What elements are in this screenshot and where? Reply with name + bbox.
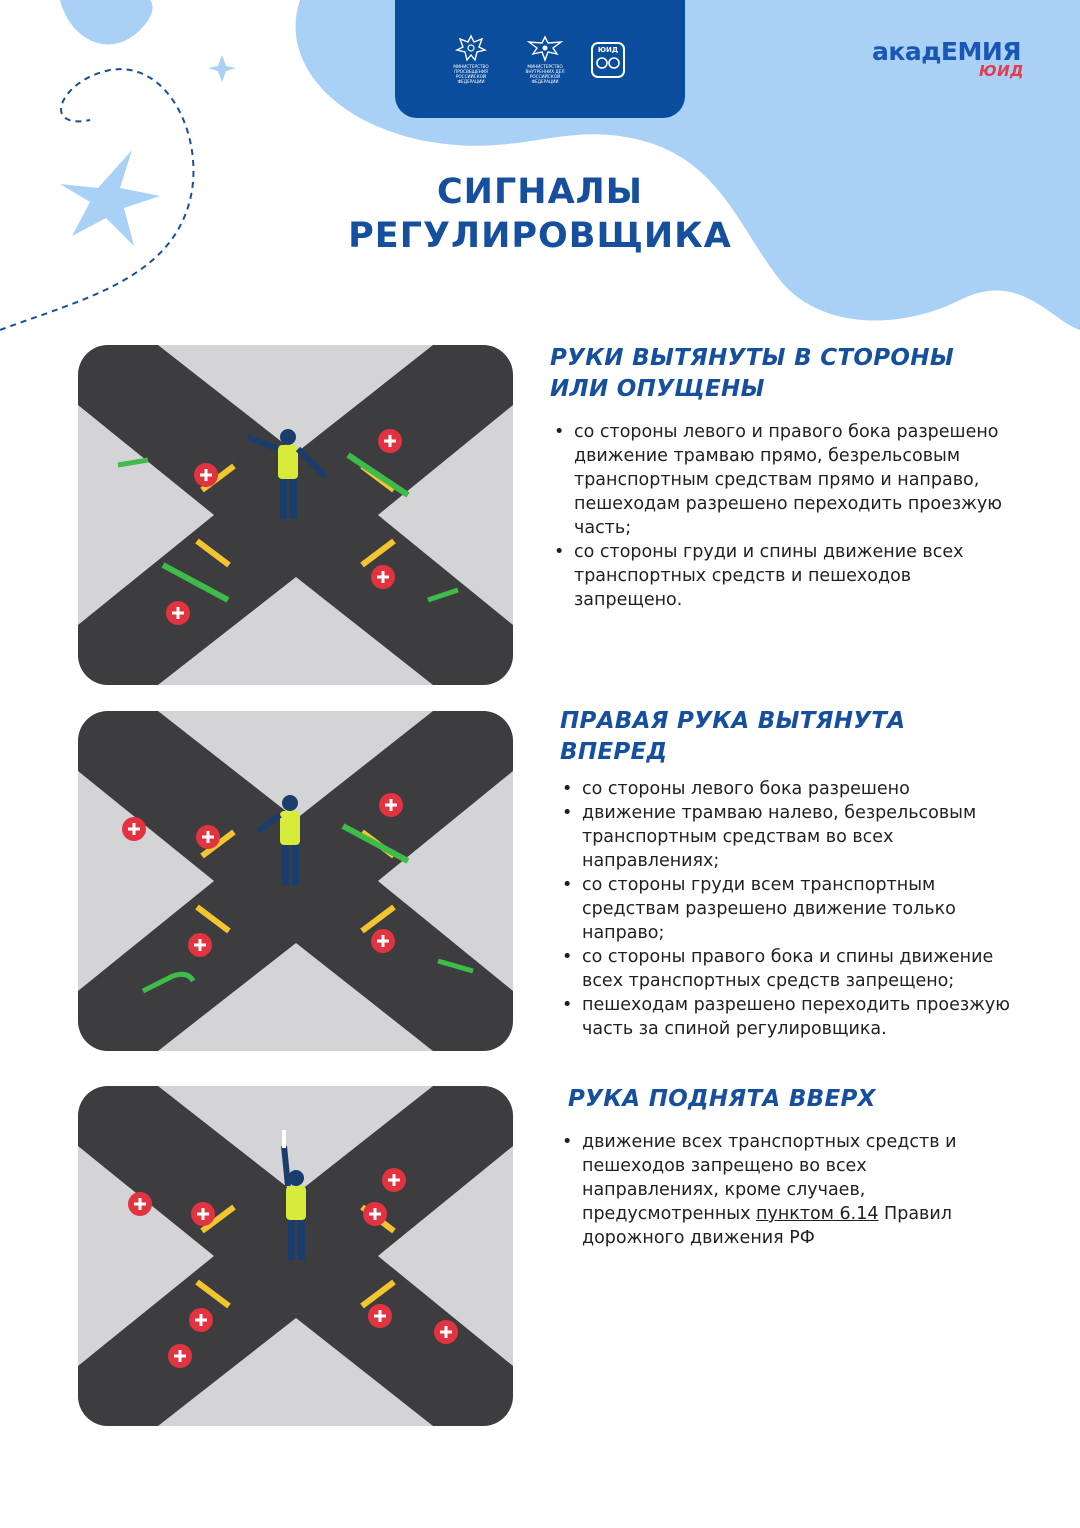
mvd-eagle-icon — [526, 35, 564, 62]
intersection-scene-arm-raised — [78, 1086, 513, 1426]
ministry-of-internal-affairs-text: МИНИСТЕРСТВО ВНУТРЕННИХ ДЕЛ РОССИЙСКОЙ Ф… — [525, 64, 565, 84]
prohibited-sign-marker — [122, 817, 146, 841]
star-small-icon — [208, 55, 236, 82]
bicycle-icon — [596, 57, 620, 69]
prohibited-sign-marker — [363, 1202, 387, 1226]
section-1-title-line-2: ИЛИ ОПУЩЕНЫ — [550, 376, 765, 402]
allowed-direction-arrow — [346, 452, 410, 498]
prohibited-sign-marker — [128, 1192, 152, 1216]
list-item: со стороны левого бока разрешено — [560, 777, 1035, 801]
prohibited-sign-marker — [371, 929, 395, 953]
traffic-controller-figure — [256, 795, 300, 885]
section-2-title-line-2: ВПЕРЕД — [560, 739, 668, 765]
allowed-direction-arrow — [341, 823, 410, 864]
section-2-title-line-1: ПРАВАЯ РУКА ВЫТЯНУТА — [560, 708, 906, 734]
list-item: со стороны правого бока и спины движение… — [560, 945, 1035, 993]
traffic-controller-figure — [246, 429, 329, 519]
prohibited-sign-marker — [382, 1168, 406, 1192]
allowed-direction-arrow — [161, 562, 230, 603]
prohibited-sign-marker — [168, 1344, 192, 1368]
logo-main-text: акадЕМИЯ — [872, 37, 1022, 66]
ministry-of-education-emblem: МИНИСТЕРСТВО ПРОСВЕЩЕНИЯ РОССИЙСКОЙ ФЕДЕ… — [443, 34, 499, 84]
section-1-title-line-1: РУКИ ВЫТЯНУТЫ В СТОРОНЫ — [550, 345, 954, 371]
prohibited-sign-marker — [166, 601, 190, 625]
intersection-illustration-2 — [78, 711, 513, 1051]
prohibited-sign-marker — [191, 1202, 215, 1226]
double-eagle-icon — [454, 34, 488, 62]
prohibited-sign-marker — [379, 793, 403, 817]
traffic-controller-figure — [281, 1130, 306, 1260]
allowed-direction-arrow — [427, 587, 459, 603]
allowed-direction-arrow — [117, 457, 149, 468]
prohibited-sign-marker — [194, 463, 218, 487]
intersection-illustration-1 — [78, 345, 513, 685]
prohibited-sign-marker — [368, 1304, 392, 1328]
page-title-line-2: РЕГУЛИРОВЩИКА — [348, 216, 732, 256]
prohibited-sign-marker — [371, 565, 395, 589]
rule-text-suffix: Правил дорожного движения РФ — [582, 1204, 952, 1248]
list-item: со стороны левого и правого бока разреше… — [552, 420, 1022, 540]
background-blob — [60, 0, 153, 45]
intersection-scene-arms-sideways — [78, 345, 513, 685]
list-item: движение всех транспортных средств и пеш… — [560, 1130, 1000, 1250]
list-item: движение трамваю налево, безрельсовым тр… — [560, 801, 1035, 873]
list-item: со стороны груди всем транспортным средс… — [560, 873, 1035, 945]
prohibited-sign-marker — [188, 933, 212, 957]
section-2-bullet-list: со стороны левого бока разрешено движени… — [560, 777, 1035, 1041]
prohibited-sign-marker — [378, 429, 402, 453]
section-3-title: РУКА ПОДНЯТА ВВЕРХ — [568, 1086, 876, 1112]
intersection-scene-right-arm-forward — [78, 711, 513, 1051]
prohibited-sign-marker — [434, 1320, 458, 1344]
yuid-badge: ЮИД — [591, 42, 625, 78]
prohibited-sign-marker — [189, 1308, 213, 1332]
ministry-of-internal-affairs-emblem: МИНИСТЕРСТВО ВНУТРЕННИХ ДЕЛ РОССИЙСКОЙ Ф… — [517, 34, 573, 84]
star-large-icon — [60, 150, 160, 246]
dashed-path-decoration — [0, 68, 195, 331]
list-item: со стороны груди и спины движение всех т… — [552, 540, 1022, 612]
intersection-illustration-3 — [78, 1086, 513, 1426]
partners-header-badge: МИНИСТЕРСТВО ПРОСВЕЩЕНИЯ РОССИЙСКОЙ ФЕДЕ… — [395, 0, 685, 118]
prohibited-sign-marker — [196, 825, 220, 849]
allowed-direction-arrow — [141, 971, 196, 994]
rule-6-14-link[interactable]: пунктом 6.14 — [756, 1204, 879, 1224]
section-3-bullet-list: движение всех транспортных средств и пеш… — [560, 1130, 1000, 1250]
rule-text-prefix: движение всех транспортных средств и пеш… — [582, 1132, 957, 1224]
page-title-line-1: СИГНАЛЫ — [437, 172, 643, 212]
logo-sub-text: ЮИД — [978, 62, 1024, 80]
list-item: пешеходам разрешено переходить проезжую … — [560, 993, 1035, 1041]
section-1-bullet-list: со стороны левого и правого бока разреше… — [552, 420, 1022, 612]
allowed-direction-arrow — [437, 958, 474, 974]
academy-yuid-logo: акадЕМИЯ ЮИД — [872, 38, 1032, 82]
ministry-of-education-text: МИНИСТЕРСТВО ПРОСВЕЩЕНИЯ РОССИЙСКОЙ ФЕДЕ… — [453, 64, 489, 84]
yuid-badge-label: ЮИД — [597, 46, 619, 54]
